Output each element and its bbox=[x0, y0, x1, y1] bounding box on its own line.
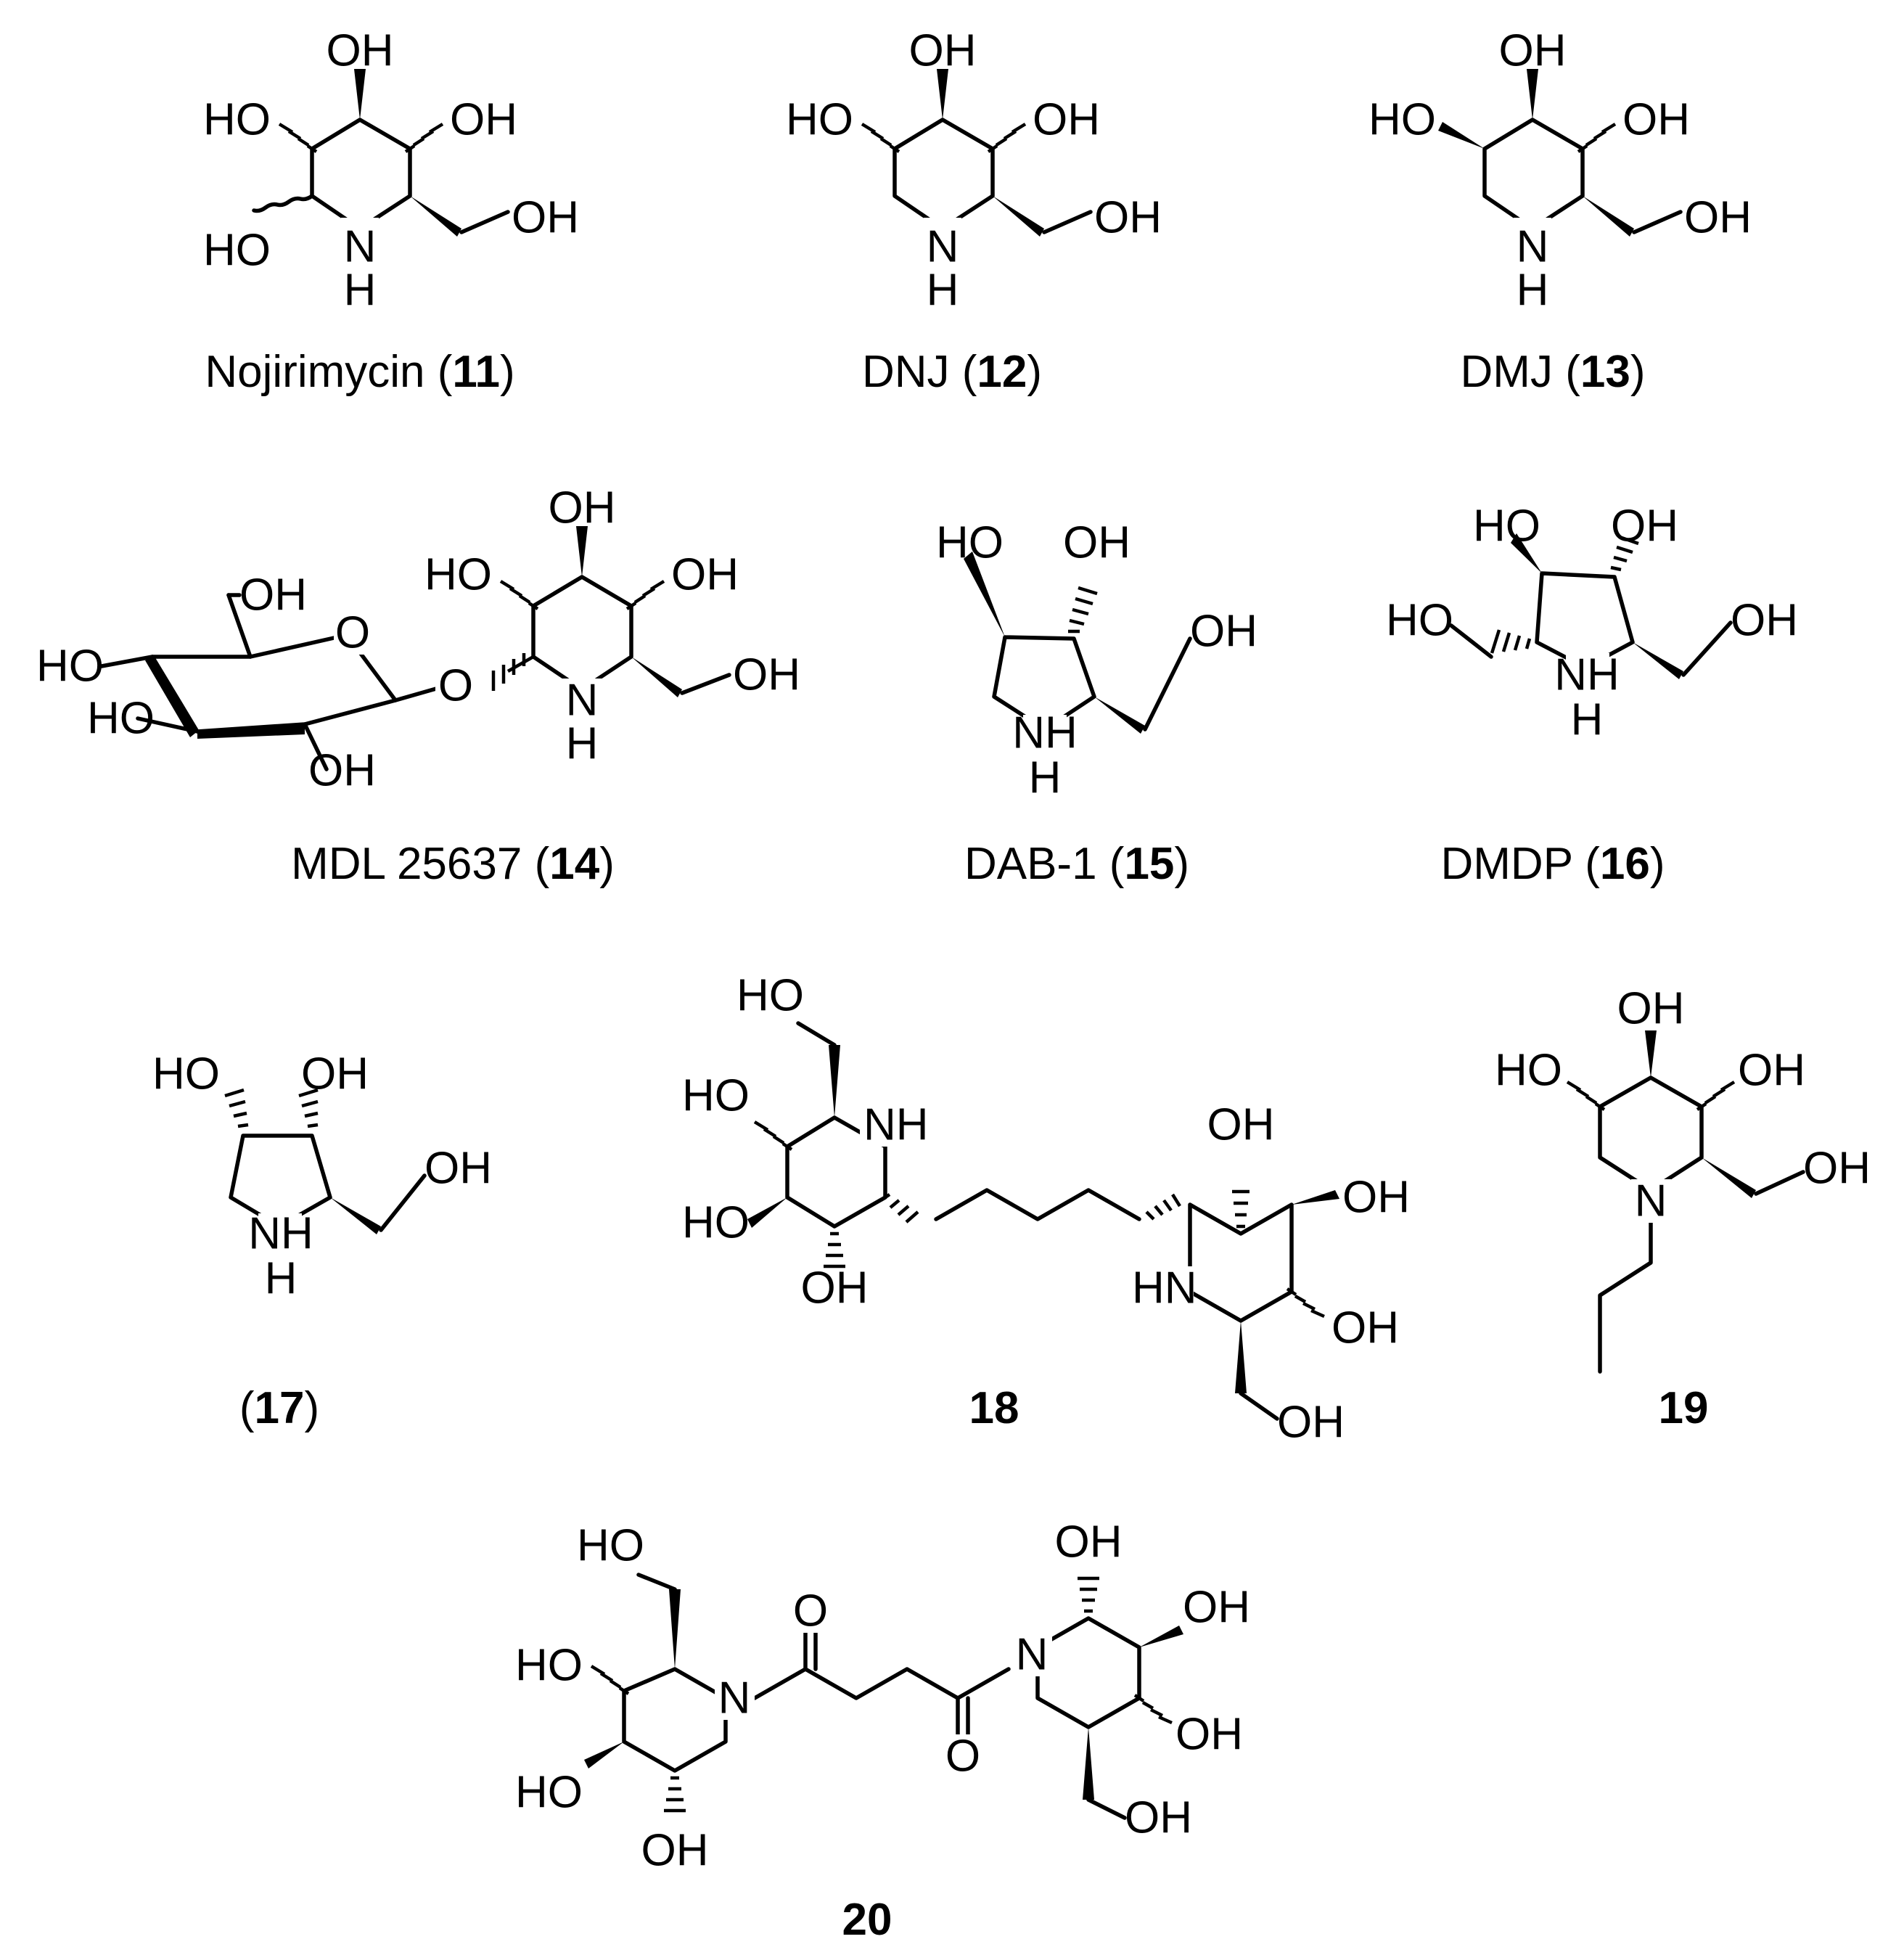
atom-hn-right: HN bbox=[1132, 1263, 1197, 1313]
atom-oh-top: OH bbox=[327, 26, 394, 76]
caption-14: MDL 25637 (14) bbox=[291, 839, 615, 889]
caption-16: DMDP (16) bbox=[1441, 839, 1665, 889]
structure-dnj: OH HO OH OH N H bbox=[786, 26, 1162, 316]
structure-mdl-25637: O O OH HO HO OH OH HO OH OH N H bbox=[36, 483, 800, 796]
atom-oh-right: OH bbox=[450, 95, 517, 145]
atom-oh-ch2: OH bbox=[1190, 607, 1257, 657]
atom-ho-left: HO bbox=[203, 95, 271, 145]
atom-o-glycosidic: O bbox=[438, 661, 473, 711]
structure-dab-1: HO OH OH NH H bbox=[936, 518, 1257, 803]
atom-h-ring: H bbox=[1517, 266, 1549, 316]
structure-dmj: OH HO OH OH N H bbox=[1368, 26, 1752, 316]
atom-n-ring: N bbox=[1517, 222, 1549, 272]
atom-n-ring: N bbox=[1635, 1176, 1667, 1226]
atom-oh-ch2-sugar: OH bbox=[239, 570, 307, 620]
atom-oh-right: OH bbox=[1063, 518, 1130, 568]
atom-oh-right-3: OH bbox=[1331, 1303, 1399, 1353]
atom-oh-ch2: OH bbox=[1684, 193, 1752, 243]
atom-oh-ch2: OH bbox=[733, 650, 800, 700]
atom-n-ring: N bbox=[344, 222, 377, 272]
atom-ho-left: HO bbox=[424, 550, 492, 600]
caption-17: (17) bbox=[239, 1383, 319, 1433]
atom-oh-right: OH bbox=[671, 550, 739, 600]
structure-17: HO OH OH NH H bbox=[152, 1049, 492, 1304]
atom-ho-sugar-4: HO bbox=[36, 642, 104, 692]
atom-nh-ring: NH bbox=[1554, 650, 1620, 700]
atom-ho-ch2-left: HO bbox=[577, 1521, 644, 1571]
structure-dmdp: HO OH HO OH NH H bbox=[1386, 501, 1798, 745]
atom-ho-ch2-left: HO bbox=[1386, 596, 1453, 646]
atom-oh-ch2-right: OH bbox=[1731, 596, 1798, 646]
atom-h-ring: H bbox=[1029, 753, 1062, 803]
atom-ho-left-3: HO bbox=[682, 1071, 750, 1121]
structure-18: HO HO HO OH NH OH OH OH HN OH bbox=[682, 971, 1410, 1448]
atom-o-carbonyl-2: O bbox=[945, 1731, 980, 1782]
atom-oh-right-5: OH bbox=[1207, 1100, 1275, 1150]
atom-nh-left: NH bbox=[863, 1100, 929, 1150]
atom-n-right: N bbox=[1016, 1630, 1049, 1680]
atom-oh-ch2: OH bbox=[1803, 1144, 1871, 1194]
atom-oh-right: OH bbox=[1611, 501, 1678, 552]
atom-oh-sugar-2: OH bbox=[308, 746, 376, 796]
atom-oh-ch2-right: OH bbox=[1125, 1793, 1192, 1843]
atom-ho-left-4: HO bbox=[682, 1198, 750, 1248]
atom-oh-right-3: OH bbox=[1175, 1710, 1243, 1760]
atom-ho-left: HO bbox=[1368, 95, 1436, 145]
structure-nojirimycin: OH HO OH OH HO N H bbox=[203, 26, 579, 316]
caption-18: 18 bbox=[969, 1383, 1019, 1433]
atom-oh-ch2: OH bbox=[1094, 193, 1162, 243]
atom-ho-left-4: HO bbox=[515, 1768, 583, 1818]
atom-o-carbonyl-1: O bbox=[793, 1586, 828, 1636]
atom-ho-left: HO bbox=[786, 95, 853, 145]
atom-ho-left: HO bbox=[936, 518, 1004, 568]
atom-ho-sugar-3: HO bbox=[87, 694, 155, 744]
atom-oh-top: OH bbox=[549, 483, 616, 533]
atom-ho-left-3: HO bbox=[515, 1641, 583, 1691]
atom-oh-right: OH bbox=[301, 1049, 369, 1099]
atom-oh-right: OH bbox=[1033, 95, 1100, 145]
atom-oh-right: OH bbox=[1622, 95, 1690, 145]
atom-ho-anomeric: HO bbox=[203, 226, 271, 276]
atom-oh-left-5: OH bbox=[641, 1826, 709, 1876]
atom-nh-ring: NH bbox=[1012, 708, 1078, 758]
caption-13: DMJ (13) bbox=[1461, 347, 1646, 397]
atom-oh-right-4: OH bbox=[1183, 1583, 1250, 1633]
atom-n-left: N bbox=[718, 1673, 751, 1724]
atom-oh-left-5: OH bbox=[801, 1263, 869, 1313]
atom-ho-left: HO bbox=[1495, 1046, 1562, 1096]
atom-nh-ring: NH bbox=[248, 1209, 313, 1259]
atom-oh-top: OH bbox=[1617, 984, 1685, 1034]
atom-o-ring: O bbox=[335, 608, 370, 658]
caption-15: DAB-1 (15) bbox=[964, 839, 1189, 889]
atom-ho-ch2-left: HO bbox=[736, 971, 804, 1021]
atom-oh-ch2-right: OH bbox=[1277, 1398, 1345, 1448]
atom-oh-right-5: OH bbox=[1055, 1517, 1123, 1567]
atom-h-ring: H bbox=[1571, 695, 1604, 745]
atom-h-ring: H bbox=[265, 1254, 298, 1304]
caption-19: 19 bbox=[1659, 1383, 1709, 1433]
atom-h-ring: H bbox=[566, 719, 599, 769]
atom-n-ring: N bbox=[566, 676, 599, 726]
atom-oh-top: OH bbox=[909, 26, 977, 76]
caption-20: 20 bbox=[842, 1895, 892, 1945]
structure-19: OH HO OH OH N bbox=[1495, 984, 1871, 1374]
atom-oh-ch2: OH bbox=[424, 1144, 492, 1194]
caption-12: DNJ (12) bbox=[862, 347, 1042, 397]
atom-oh-right-4: OH bbox=[1342, 1173, 1410, 1223]
atom-oh-right: OH bbox=[1738, 1046, 1805, 1096]
structure-20: HO HO HO OH N O O N OH OH OH OH bbox=[515, 1517, 1250, 1876]
caption-11: Nojirimycin (11) bbox=[205, 347, 514, 397]
atom-ho-left: HO bbox=[1473, 501, 1540, 552]
atom-h-ring: H bbox=[927, 266, 959, 316]
atom-n-ring: N bbox=[927, 222, 959, 272]
atom-oh-ch2: OH bbox=[512, 193, 579, 243]
atom-ho-left: HO bbox=[152, 1049, 220, 1099]
atom-h-ring: H bbox=[344, 266, 377, 316]
atom-oh-top: OH bbox=[1499, 26, 1567, 76]
